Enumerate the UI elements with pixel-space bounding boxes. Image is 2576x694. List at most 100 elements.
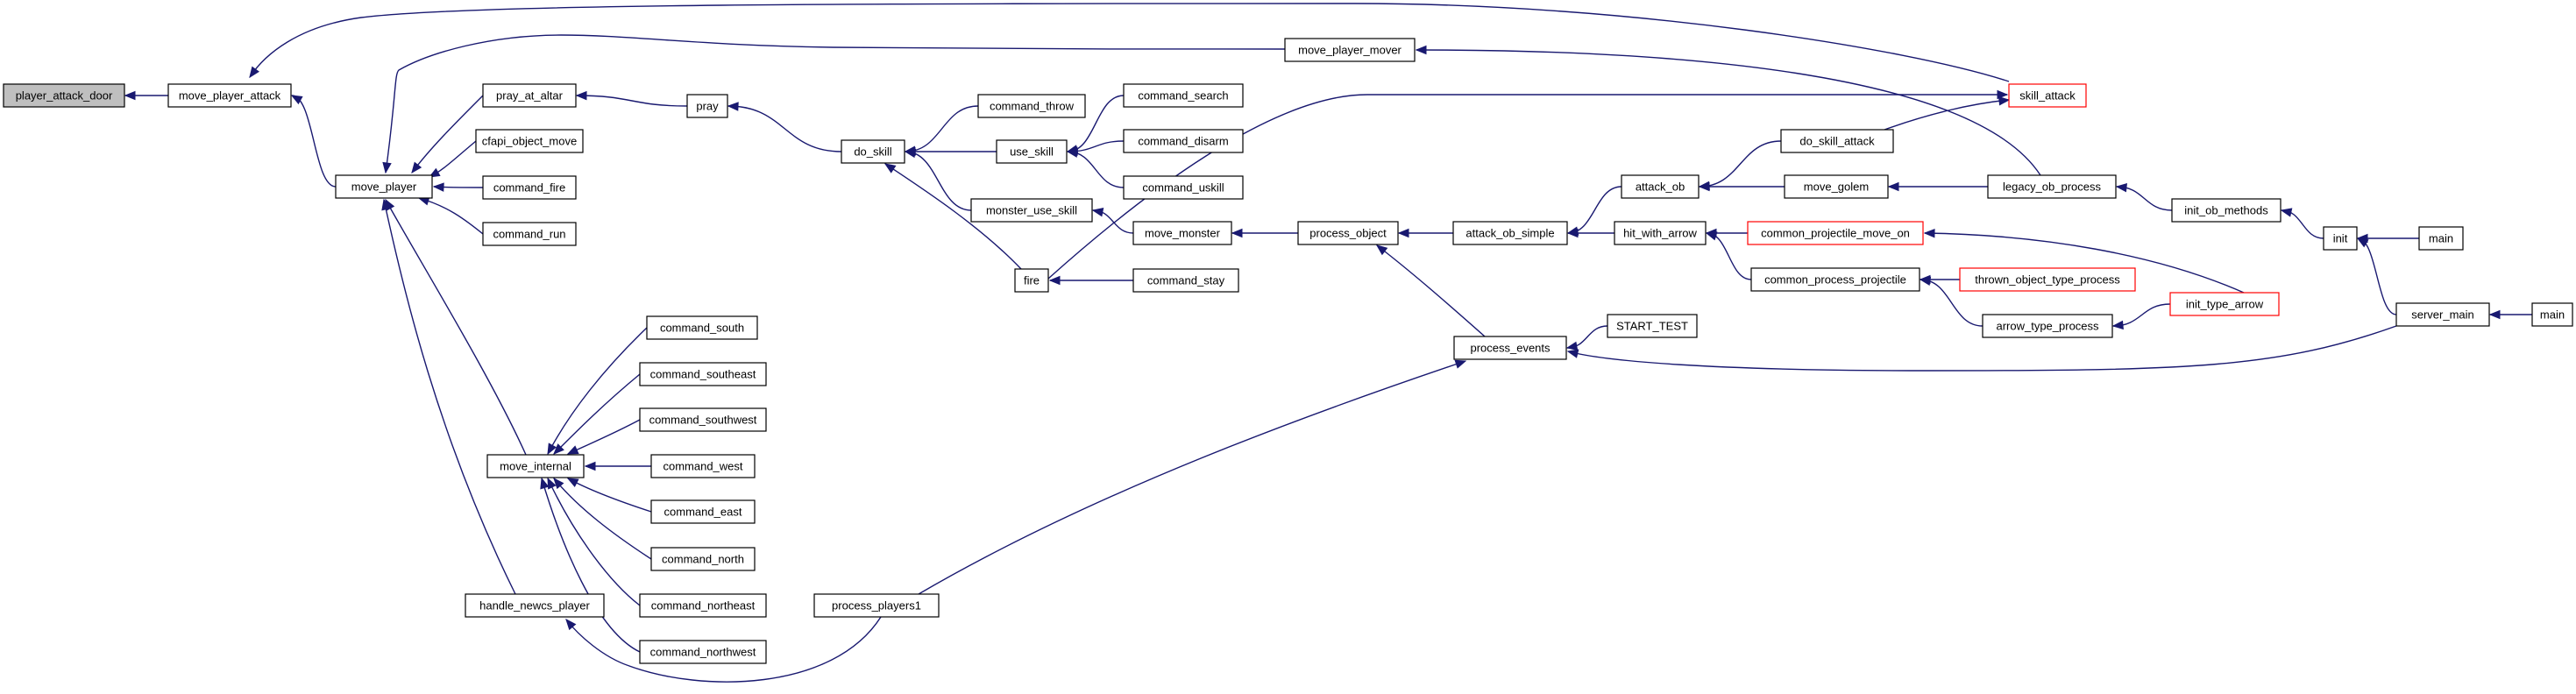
node-hit-with-arrow[interactable]: hit_with_arrow xyxy=(1614,221,1707,245)
node-common-process-projectile[interactable]: common_process_projectile xyxy=(1750,267,1920,292)
node-command-uskill[interactable]: command_uskill xyxy=(1123,175,1244,200)
edge-command-throw-to-do-skill xyxy=(905,105,979,152)
node-command-southeast[interactable]: command_southeast xyxy=(639,362,767,386)
node-command-southwest[interactable]: command_southwest xyxy=(639,407,767,432)
edge-do-skill-to-pray-arrowhead xyxy=(727,102,739,111)
edge-server-main-to-process-events xyxy=(1567,325,2397,372)
node-box xyxy=(841,139,905,164)
node-process-events[interactable]: process_events xyxy=(1453,336,1567,360)
node-label: command_throw xyxy=(990,100,1075,113)
node-command-northwest[interactable]: command_northwest xyxy=(639,640,767,664)
node-box xyxy=(1607,314,1698,338)
node-label: command_uskill xyxy=(1142,181,1224,195)
node-common-projectile-move-on[interactable]: common_projectile_move_on xyxy=(1747,221,1924,245)
node-label: fire xyxy=(1024,274,1040,287)
node-thrown-object-type-process[interactable]: thrown_object_type_process xyxy=(1959,267,2136,292)
node-init-ob-methods[interactable]: init_ob_methods xyxy=(2171,198,2281,223)
node-command-run[interactable]: command_run xyxy=(482,222,577,246)
edge-command-run-to-move-player xyxy=(418,197,484,235)
edge-move-player-to-move-player-attack xyxy=(291,95,337,188)
edge-init-type-arrow-to-arrow-type-process-arrowhead xyxy=(2111,320,2124,330)
node-box xyxy=(1297,221,1399,245)
node-label: command_north xyxy=(662,553,744,566)
node-box xyxy=(482,175,577,200)
node-init-type-arrow[interactable]: init_type_arrow xyxy=(2169,292,2280,316)
node-box xyxy=(639,407,767,432)
edge-command-northeast-to-move-internal-arrowhead xyxy=(547,477,557,490)
node-command-northeast[interactable]: command_northeast xyxy=(639,593,767,618)
node-command-south[interactable]: command_south xyxy=(646,315,758,340)
node-process-players1[interactable]: process_players1 xyxy=(813,593,940,618)
edge-move-monster-to-monster-use-skill-arrowhead xyxy=(1091,208,1104,217)
node-box xyxy=(1453,336,1567,360)
edge-move-golem-to-attack-ob-arrowhead xyxy=(1698,181,1710,192)
edge-monster-use-skill-to-do-skill xyxy=(905,151,972,211)
node-command-disarm[interactable]: command_disarm xyxy=(1123,129,1244,153)
node-label: pray xyxy=(696,100,719,113)
node-move-golem[interactable]: move_golem xyxy=(1784,174,1889,199)
node-move-player-attack[interactable]: move_player_attack xyxy=(167,83,292,108)
edge-do-skill-attack-to-skill-attack xyxy=(1884,99,2010,131)
node-box xyxy=(977,94,1086,118)
node-attack-ob[interactable]: attack_ob xyxy=(1621,174,1700,199)
edge-attack-ob-to-attack-ob-simple xyxy=(1567,186,1622,234)
edge-skill-attack-to-move-player-attack-arrowhead xyxy=(249,66,259,79)
node-box xyxy=(650,454,756,478)
node-label: command_stay xyxy=(1147,274,1225,287)
edge-pray-to-pray-at-altar-arrowhead xyxy=(575,90,587,101)
node-command-west[interactable]: command_west xyxy=(650,454,756,478)
node-label: cfapi_object_move xyxy=(482,135,577,148)
node-command-stay[interactable]: command_stay xyxy=(1132,268,1239,293)
node-main-1[interactable]: main xyxy=(2418,226,2464,251)
edge-move-player-to-move-player-attack-arrowhead xyxy=(290,95,303,105)
edge-command-south-to-move-internal xyxy=(547,327,648,455)
node-box xyxy=(1123,129,1244,153)
node-pray-at-altar[interactable]: pray_at_altar xyxy=(482,83,577,108)
node-player-attack-door[interactable]: player_attack_door xyxy=(3,83,125,108)
node-start-test[interactable]: START_TEST xyxy=(1607,314,1698,338)
node-box xyxy=(482,222,577,246)
edge-pray-at-altar-to-move-player xyxy=(411,95,484,174)
node-command-fire[interactable]: command_fire xyxy=(482,175,577,200)
node-handle-newcs-player[interactable]: handle_newcs_player xyxy=(465,593,605,618)
node-label: command_west xyxy=(663,460,742,473)
node-do-skill[interactable]: do_skill xyxy=(841,139,905,164)
node-command-east[interactable]: command_east xyxy=(650,499,756,524)
node-label: command_east xyxy=(664,506,742,519)
node-use-skill[interactable]: use_skill xyxy=(996,139,1068,164)
edge-init-to-init-ob-methods-arrowhead xyxy=(2280,208,2293,217)
node-label: command_fire xyxy=(493,181,565,195)
node-monster-use-skill[interactable]: monster_use_skill xyxy=(970,198,1093,223)
node-arrow-type-process[interactable]: arrow_type_process xyxy=(1982,314,2113,338)
node-move-internal[interactable]: move_internal xyxy=(486,454,585,478)
edge-command-north-to-move-internal xyxy=(553,478,652,560)
node-attack-ob-simple[interactable]: attack_ob_simple xyxy=(1452,221,1568,245)
node-fire[interactable]: fire xyxy=(1014,268,1049,293)
edge-fire-to-skill-attack-arrowhead xyxy=(1997,89,2009,100)
node-label: command_disarm xyxy=(1138,135,1228,148)
node-legacy-ob-process[interactable]: legacy_ob_process xyxy=(1987,174,2117,199)
node-move-monster[interactable]: move_monster xyxy=(1132,221,1232,245)
node-command-search[interactable]: command_search xyxy=(1123,83,1244,108)
node-process-object[interactable]: process_object xyxy=(1297,221,1399,245)
node-skill-attack[interactable]: skill_attack xyxy=(2008,83,2087,108)
node-do-skill-attack[interactable]: do_skill_attack xyxy=(1780,129,1894,153)
node-init[interactable]: init xyxy=(2323,226,2358,251)
node-cfapi-object-move[interactable]: cfapi_object_move xyxy=(475,129,584,153)
node-main-2[interactable]: main xyxy=(2531,302,2573,327)
node-box xyxy=(1621,174,1700,199)
edge-process-object-to-move-monster-arrowhead xyxy=(1231,228,1243,238)
node-pray[interactable]: pray xyxy=(686,94,728,118)
node-label: hit_with_arrow xyxy=(1623,227,1697,240)
node-command-north[interactable]: command_north xyxy=(650,547,756,571)
edge-do-skill-attack-to-attack-ob xyxy=(1699,140,1782,188)
node-move-player[interactable]: move_player xyxy=(335,174,433,199)
node-server-main[interactable]: server_main xyxy=(2395,302,2490,327)
node-box xyxy=(1747,221,1924,245)
node-command-throw[interactable]: command_throw xyxy=(977,94,1086,118)
node-box xyxy=(1780,129,1894,153)
node-label: handle_newcs_player xyxy=(479,599,590,613)
node-label: init_type_arrow xyxy=(2186,298,2264,311)
edge-move-player-mover-to-move-player-arrowhead xyxy=(382,161,392,174)
node-move-player-mover[interactable]: move_player_mover xyxy=(1284,38,1416,62)
